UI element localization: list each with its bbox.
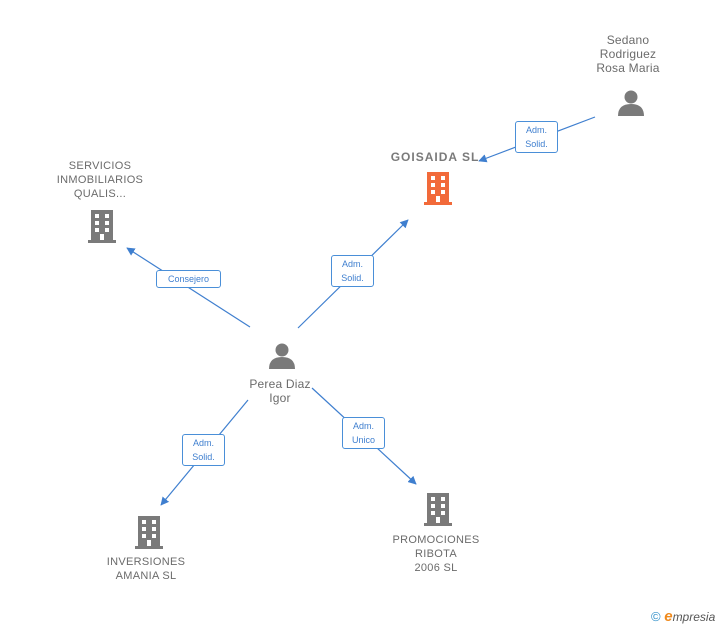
building-icon-inversiones[interactable] — [132, 515, 166, 549]
footer-brand[interactable]: © empresia — [651, 608, 715, 625]
node-label-perea[interactable]: Perea Diaz Igor — [249, 377, 311, 405]
edge-label-sedano-goisaida[interactable]: Adm. Solid. — [515, 121, 558, 153]
person-icon-sedano[interactable] — [616, 89, 646, 117]
building-icon-promociones[interactable] — [421, 492, 455, 526]
edge-label-perea-promociones[interactable]: Adm. Unico — [342, 417, 385, 449]
node-label-sedano[interactable]: Sedano Rodriguez Rosa Maria — [596, 33, 660, 75]
copyright-icon: © — [651, 609, 661, 624]
building-icon-goisaida[interactable] — [421, 171, 455, 205]
node-label-promociones[interactable]: PROMOCIONES RIBOTA 2006 SL — [392, 534, 480, 574]
edge-label-perea-inversiones[interactable]: Adm. Solid. — [182, 434, 225, 466]
brand-logo: empresia — [664, 608, 716, 625]
edge-label-perea-servicios[interactable]: Consejero — [156, 270, 221, 288]
building-icon-servicios[interactable] — [85, 209, 119, 243]
node-label-servicios[interactable]: SERVICIOS INMOBILIARIOS QUALIS... — [56, 160, 144, 200]
person-icon-perea[interactable] — [267, 342, 297, 370]
edge-label-perea-goisaida[interactable]: Adm. Solid. — [331, 255, 374, 287]
node-label-goisaida[interactable]: GOISAIDA SL — [390, 150, 480, 164]
node-label-inversiones[interactable]: INVERSIONES AMANIA SL — [106, 556, 186, 582]
